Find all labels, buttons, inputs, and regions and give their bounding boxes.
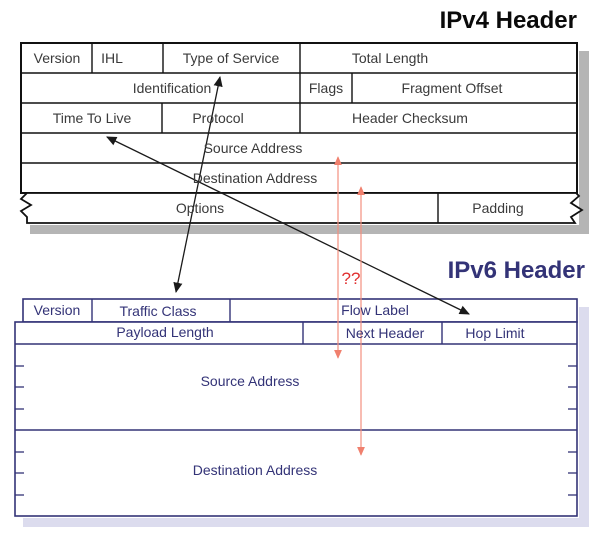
ipv6-table-row1-outline <box>22 298 578 323</box>
arrow-time-to-live-to-hop-limit <box>106 136 470 315</box>
ipv4-field-options: Options <box>175 200 225 216</box>
ipv6-field-source-address: Source Address <box>200 373 300 389</box>
ipv4-field-version: Version <box>33 50 81 66</box>
ipv6-table-body-outline <box>14 321 578 517</box>
ipv6-field-hop-limit: Hop Limit <box>465 325 525 341</box>
ipv4-header-title: IPv4 Header <box>439 7 577 34</box>
ipv4-shadow-right <box>579 51 589 233</box>
ipv4-field-ihl: IHL <box>101 50 123 66</box>
ipv6-field-version: Version <box>33 302 81 318</box>
ipv4-shadow-bottom <box>30 225 589 234</box>
ipv6-field-destination-address: Destination Address <box>192 462 318 478</box>
ipv6-address-row-tick-marks <box>15 365 577 496</box>
ipv6-header-title: IPv6 Header <box>447 257 585 284</box>
ipv6-field-next-header: Next Header <box>345 325 425 341</box>
question-marks-annotation: ?? <box>341 269 361 288</box>
ipv6-shadow-bottom <box>23 518 589 527</box>
ipv4-field-header-checksum: Header Checksum <box>352 110 468 126</box>
ipv6-field-traffic-class: Traffic Class <box>119 303 197 319</box>
ipv6-field-payload-length: Payload Length <box>116 324 214 340</box>
ipv4-field-protocol: Protocol <box>192 110 244 126</box>
ipv4-field-time-to-live: Time To Live <box>52 110 132 126</box>
ipv6-shadow-right <box>579 307 589 527</box>
ipv4-field-total-length: Total Length <box>351 50 429 66</box>
ipv4-field-source-address: Source Address <box>203 140 303 156</box>
ipv4-field-padding: Padding <box>472 200 524 216</box>
ipv4-field-destination-address: Destination Address <box>192 170 318 186</box>
ipv4-field-type-of-service: Type of Service <box>182 50 280 66</box>
ipv6-field-flow-label: Flow Label <box>341 302 409 318</box>
ipv4-field-flags: Flags <box>308 80 344 96</box>
ipv4-field-identification: Identification <box>132 80 212 96</box>
ipv4-field-fragment-offset: Fragment Offset <box>401 80 503 96</box>
ipv6-table-gridlines <box>15 299 577 431</box>
